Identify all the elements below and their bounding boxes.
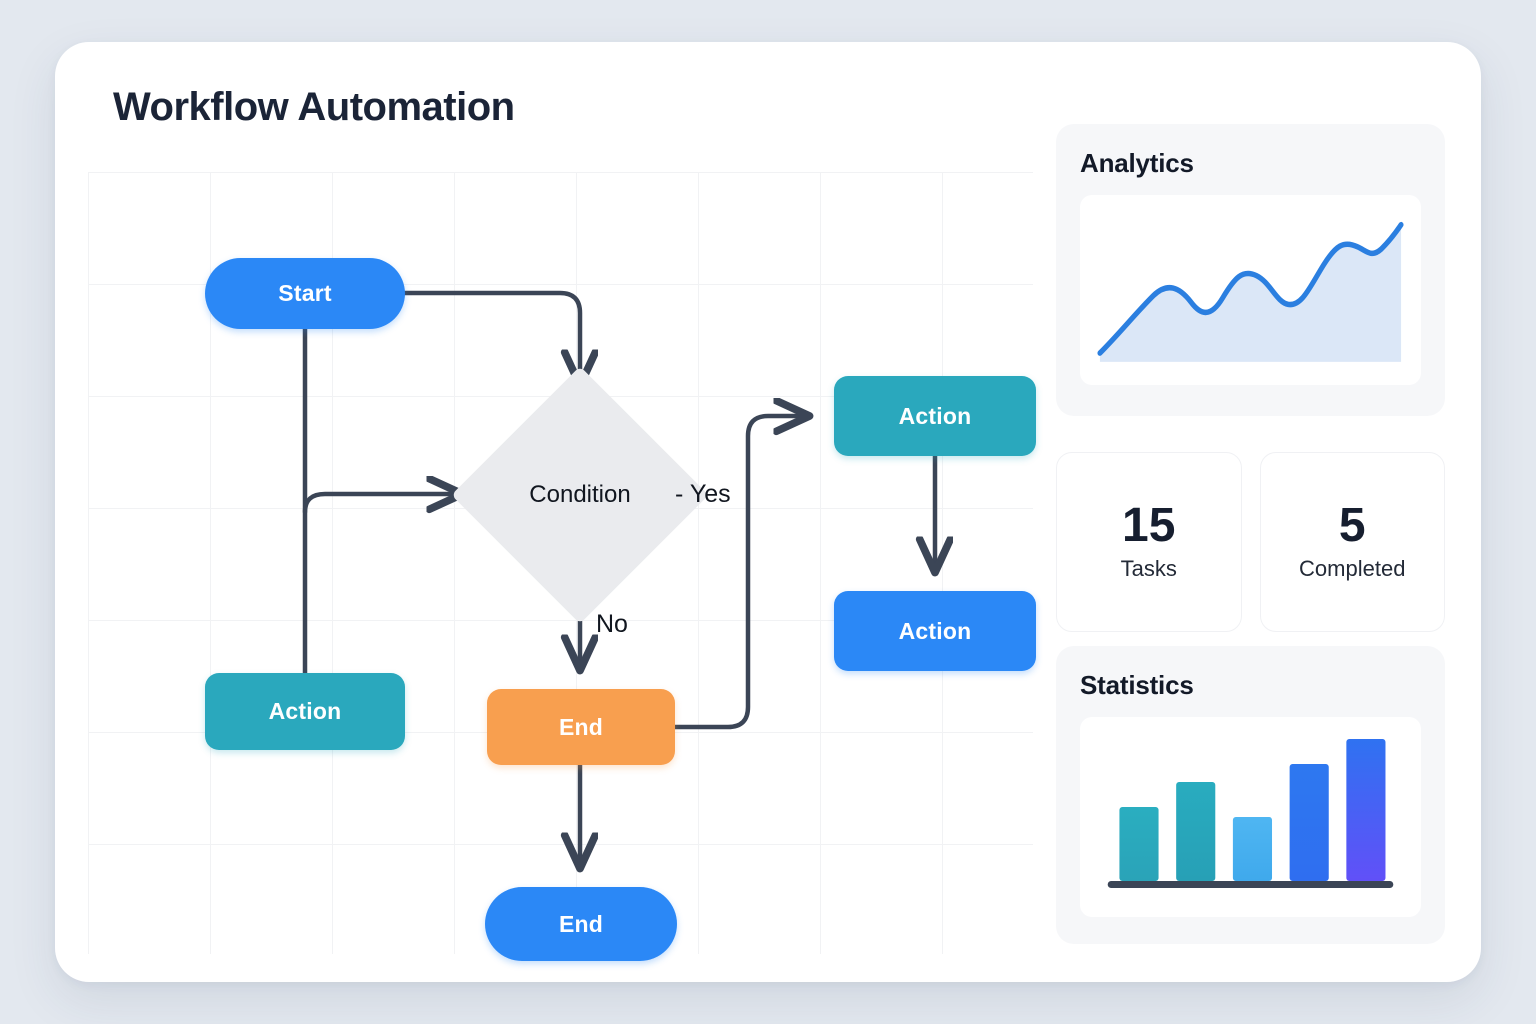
sidebar: Analytics 15 Tasks 5 Completed Statistic… (1056, 84, 1445, 944)
statistics-bar-chart (1107, 739, 1394, 888)
flow-node-action-blue-right[interactable]: Action (834, 591, 1036, 671)
stat-card-completed[interactable]: 5 Completed (1259, 452, 1445, 632)
analytics-title: Analytics (1080, 148, 1194, 178)
edge-label-yes: - Yes (675, 480, 731, 508)
flow-node-start[interactable]: Start (205, 258, 405, 329)
flow-node-action-left[interactable]: Action (205, 673, 405, 750)
edge-label-no: No (596, 610, 628, 638)
flow-node-end-middle[interactable]: End (487, 689, 675, 765)
app-card: Workflow Automation (55, 42, 1481, 982)
flow-node-action-teal-right[interactable]: Action (834, 376, 1036, 456)
statistics-panel: Statistics (1056, 646, 1445, 944)
flow-node-end-bottom[interactable]: End (485, 887, 677, 961)
stat-label-completed: Completed (1299, 556, 1406, 581)
statistics-chart-frame (1080, 717, 1421, 917)
edge-trunk-to-condition (302, 494, 459, 515)
stat-cards-row: 15 Tasks 5 Completed (1056, 452, 1445, 632)
stat-card-tasks[interactable]: 15 Tasks (1056, 452, 1242, 632)
edge-start-to-condition (402, 290, 580, 382)
edge-end-yes-to-action-teal (672, 416, 806, 730)
flow-canvas: Workflow Automation (55, 42, 1055, 982)
stat-value-completed: 5 (1338, 499, 1366, 552)
flow-node-condition-label: Condition (529, 481, 631, 508)
analytics-area-chart (1097, 221, 1404, 362)
stat-value-tasks: 15 (1122, 499, 1176, 552)
stat-label-tasks: Tasks (1120, 556, 1177, 581)
analytics-panel: Analytics (1056, 124, 1445, 416)
statistics-title: Statistics (1080, 670, 1194, 700)
flow-connectors (302, 290, 1055, 982)
analytics-chart-frame (1080, 195, 1421, 385)
page-title: Workflow Automation (113, 85, 515, 129)
